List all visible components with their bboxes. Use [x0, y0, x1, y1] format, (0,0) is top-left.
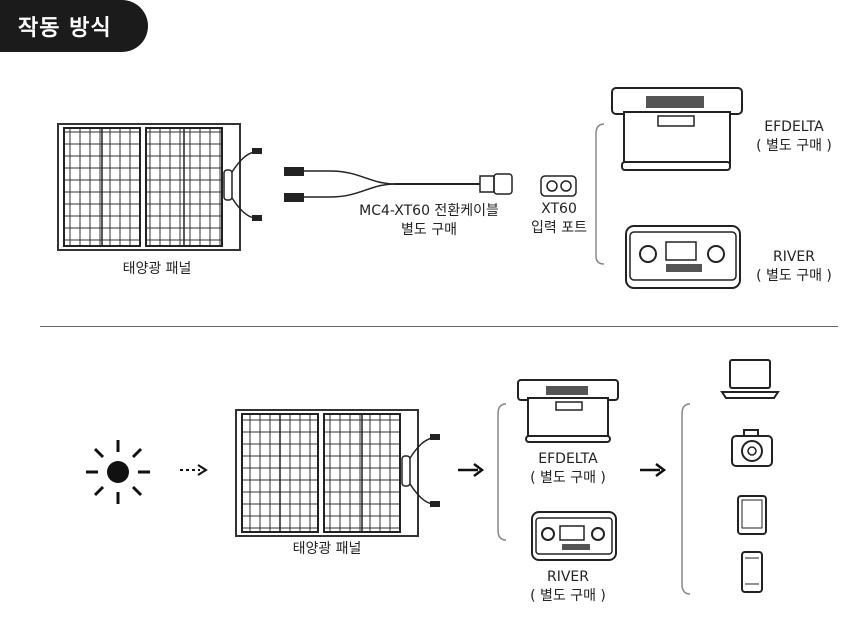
bracket-bottom-left	[497, 403, 507, 541]
river-device-top	[625, 225, 741, 289]
phone-icon	[741, 551, 763, 593]
sun-icon	[86, 440, 150, 504]
efdelta-note-bottom: ( 별도 구매 )	[530, 470, 606, 486]
section-divider	[40, 326, 838, 327]
tablet-icon	[737, 495, 767, 535]
panel-label-bottom: 태양광 패널	[292, 541, 362, 557]
efdelta-device-bottom	[517, 379, 619, 443]
arrow-icon-2	[640, 463, 667, 477]
input-port-label: 입력 포트	[531, 220, 587, 236]
panel-label-top: 태양광 패널	[122, 261, 192, 277]
solar-panel-top	[57, 123, 262, 251]
efdelta-device-top	[611, 87, 743, 171]
river-note-top: ( 별도 구매 )	[756, 268, 832, 284]
river-device-bottom	[531, 511, 617, 561]
efdelta-name-top: EFDELTA	[764, 119, 824, 135]
laptop-icon	[720, 359, 780, 399]
xt60-label: XT60	[541, 201, 577, 217]
xt60-port-icon	[540, 175, 577, 197]
title-text: 작동 방식	[18, 16, 112, 41]
solar-panel-bottom	[235, 409, 440, 537]
river-name-bottom: RIVER	[546, 569, 589, 585]
cable-label-top: MC4-XT60 전환케이블	[359, 203, 499, 219]
bracket-bottom-right	[681, 403, 691, 595]
efdelta-name-bottom: EFDELTA	[538, 451, 598, 467]
efdelta-note-top: ( 별도 구매 )	[756, 138, 832, 154]
river-note-bottom: ( 별도 구매 )	[530, 588, 606, 604]
page-title: 작동 방식	[0, 0, 148, 52]
camera-icon	[731, 429, 773, 467]
mc4-xt60-cable	[284, 167, 513, 202]
river-name-top: RIVER	[772, 249, 815, 265]
bracket-top	[595, 123, 605, 265]
dotted-arrow-icon	[180, 464, 208, 476]
cable-purchase-label: 별도 구매	[401, 222, 457, 238]
arrow-icon-1	[458, 463, 485, 477]
